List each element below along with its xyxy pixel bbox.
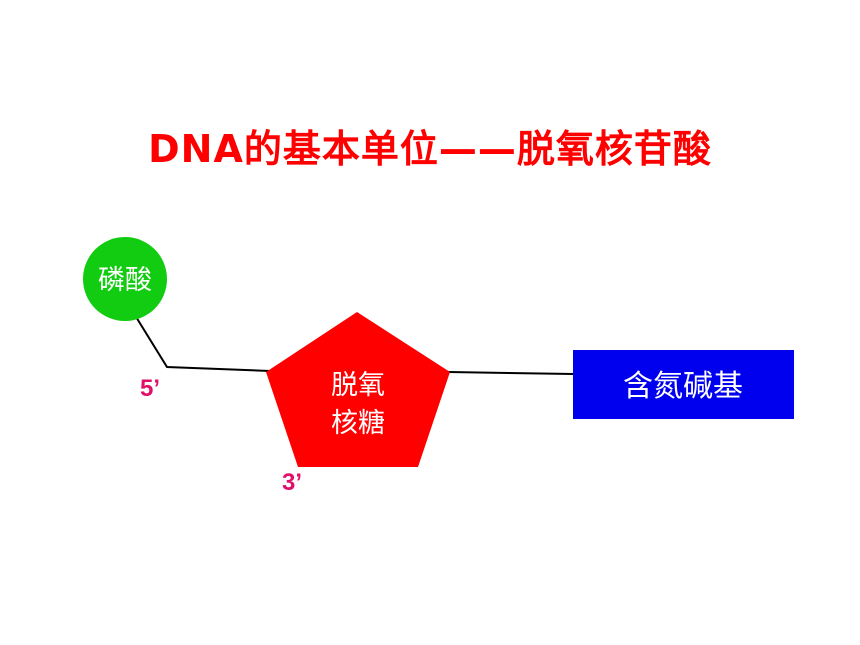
sugar-pentagon (266, 312, 450, 467)
phosphate-sugar-bond (132, 311, 271, 372)
sugar-base-bond (447, 371, 574, 375)
base-node: 含氮碱基 (573, 350, 794, 419)
three-prime-label: 3’ (282, 469, 302, 496)
phosphate-node: 磷酸 (83, 237, 167, 321)
five-prime-label: 5’ (140, 375, 160, 402)
sugar-label-line2: 核糖 (331, 408, 385, 439)
phosphate-circle (83, 237, 167, 321)
base-rect (573, 350, 794, 419)
phosphate-label: 磷酸 (98, 265, 152, 296)
page-title: DNA的基本单位——脱氧核苷酸 (148, 127, 712, 171)
sugar-label-line1: 脱氧 (331, 370, 385, 401)
base-label: 含氮碱基 (623, 369, 743, 404)
sugar-node: 脱氧 核糖 (266, 312, 450, 467)
